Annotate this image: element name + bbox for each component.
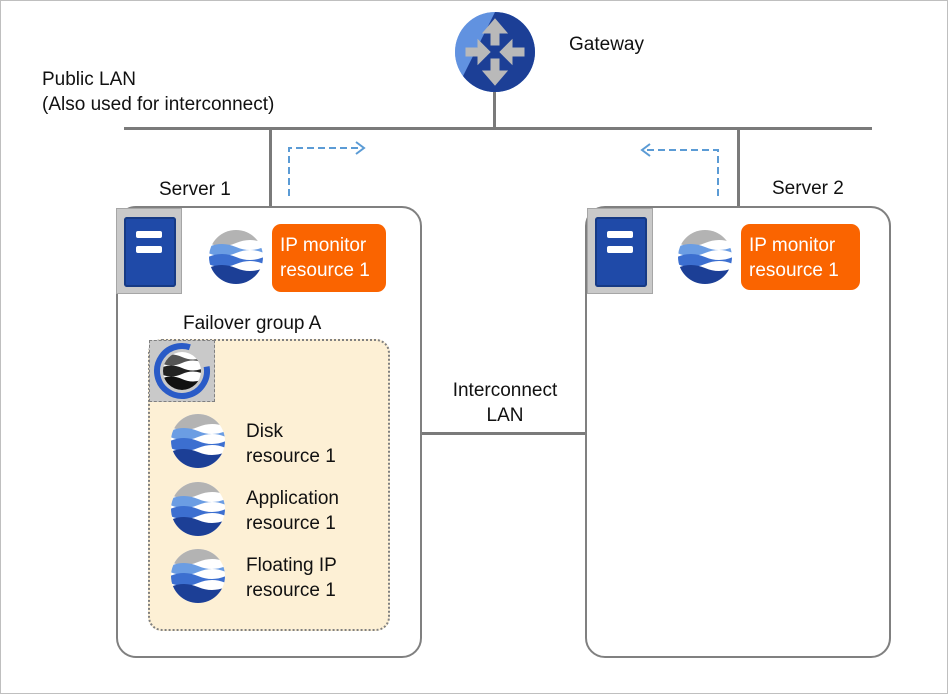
gateway-link-line [493, 92, 496, 129]
server2-monitor-line1: IP monitor [749, 235, 836, 256]
application-resource-line2: resource 1 [246, 513, 336, 534]
interconnect-label-line2: LAN [486, 405, 524, 426]
server-icon [116, 208, 182, 294]
failover-group-label: Failover group A [183, 313, 322, 334]
resource-icon [171, 482, 225, 536]
public-lan-line [124, 127, 872, 130]
server1-lan-link [269, 129, 272, 208]
disk-resource-line2: resource 1 [246, 446, 336, 467]
server1-label: Server 1 [159, 179, 231, 200]
server2-lan-link [737, 129, 740, 208]
resource-icon [209, 230, 263, 284]
resource-icon [678, 230, 732, 284]
disk-resource-line1: Disk [246, 421, 283, 442]
server-icon [587, 208, 653, 294]
floating-ip-resource-line2: resource 1 [246, 580, 336, 601]
server1-monitor-line1: IP monitor [280, 235, 367, 256]
floating-ip-resource-line1: Floating IP [246, 555, 337, 576]
resource-icon [171, 549, 225, 603]
application-resource-line1: Application [246, 488, 339, 509]
interconnect-label-line1: Interconnect [452, 380, 558, 401]
gateway-label: Gateway [569, 34, 644, 55]
public-lan-label-line1: Public LAN [42, 69, 136, 90]
server1-monitor-line2: resource 1 [280, 260, 370, 281]
server2-label: Server 2 [772, 178, 844, 199]
public-lan-label-line2: (Also used for interconnect) [42, 94, 275, 115]
server2-monitor-arrow [644, 149, 719, 196]
resource-icon [171, 414, 225, 468]
failover-group-icon [149, 340, 215, 402]
server2-ip-monitor-badge: IP monitor resource 1 [741, 224, 860, 290]
server2-monitor-line2: resource 1 [749, 260, 839, 281]
server1-monitor-arrow [288, 147, 362, 196]
interconnect-lan-line [421, 432, 586, 435]
router-icon [455, 12, 535, 92]
server1-ip-monitor-badge: IP monitor resource 1 [272, 224, 386, 292]
